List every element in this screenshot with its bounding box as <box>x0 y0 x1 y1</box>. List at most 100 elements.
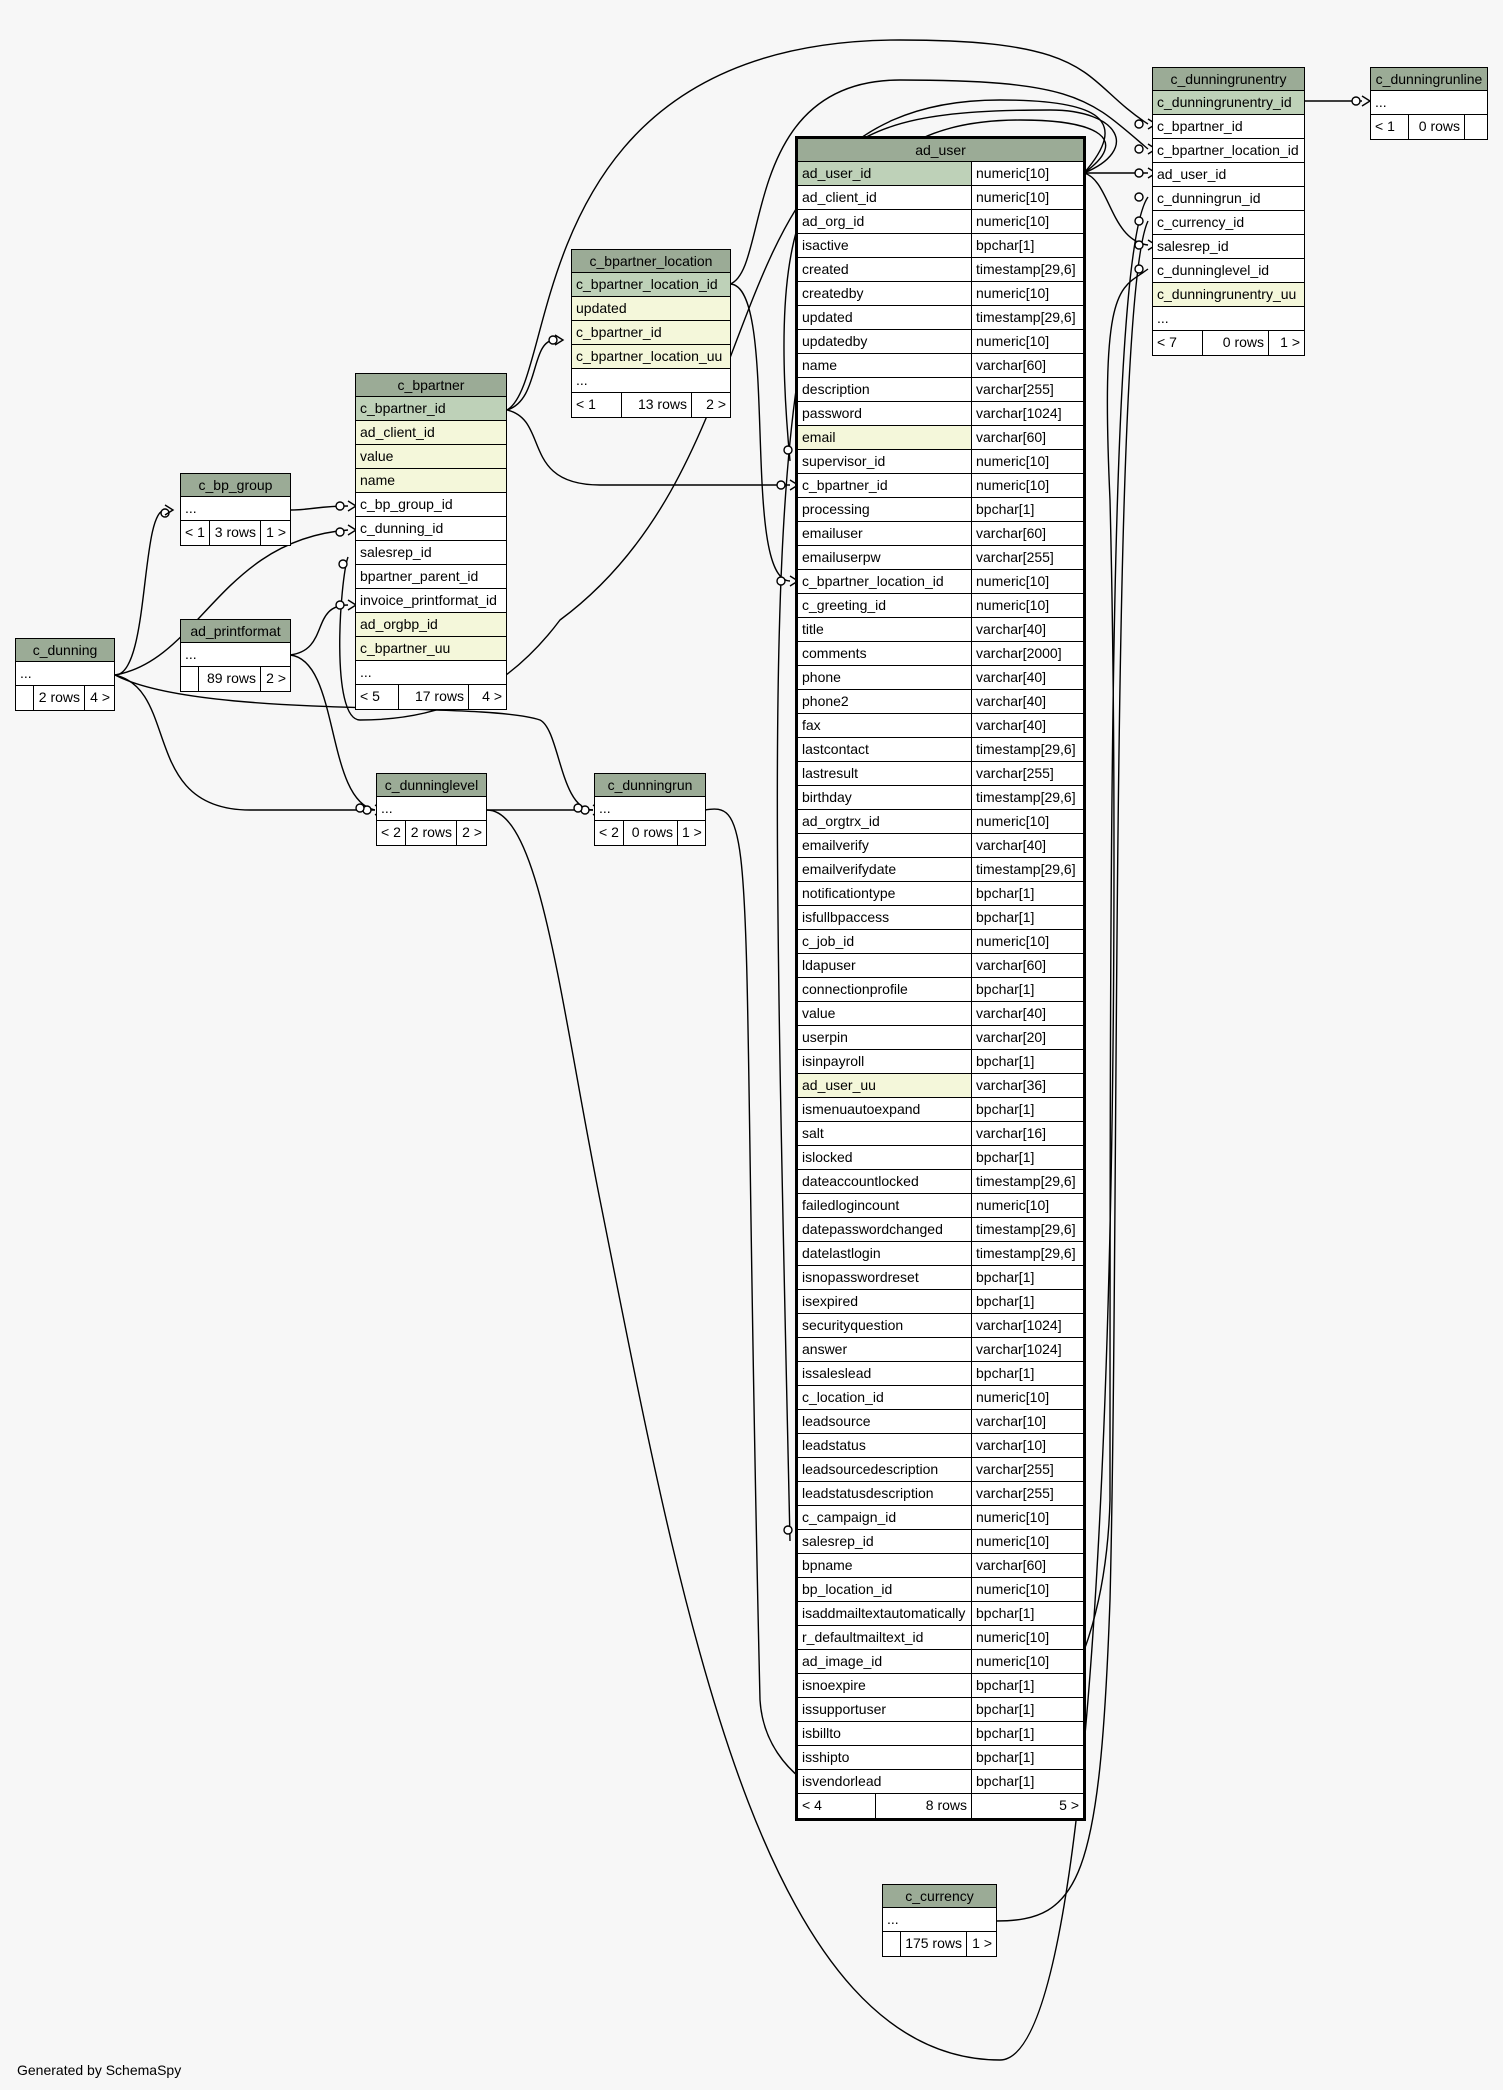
edge-currency-runentry <box>995 220 1149 1922</box>
parents-count[interactable]: < 4 <box>798 1794 876 1818</box>
table-c-dunningrunline[interactable]: c_dunningrunline ... < 1 0 rows <box>1370 67 1488 140</box>
table-c-currency[interactable]: c_currency ... 175 rows 1 > <box>882 1884 997 1957</box>
table-c-dunningrun[interactable]: c_dunningrun ... < 2 0 rows 1 > <box>594 773 706 846</box>
column-name: createdby <box>798 282 972 305</box>
column-row: name <box>356 469 506 493</box>
edge-end-circle <box>1134 168 1144 178</box>
column-name: r_defaultmailtext_id <box>798 1626 972 1649</box>
column-type: numeric[10] <box>976 213 1050 229</box>
table-c-bpartner-location[interactable]: c_bpartner_location c_bpartner_location_… <box>571 249 731 418</box>
table-footer: < 1 3 rows 1 > <box>181 521 290 545</box>
table-ad-printformat[interactable]: ad_printformat ... 89 rows 2 > <box>180 619 291 692</box>
table-c-bpartner[interactable]: c_bpartner c_bpartner_id ad_client_id va… <box>355 373 507 710</box>
children-count[interactable] <box>1465 115 1487 139</box>
column-row: ... <box>595 797 705 821</box>
edge-end-circle <box>548 335 558 345</box>
table-title: c_bpartner_location <box>572 250 730 273</box>
parents-count[interactable]: < 1 <box>572 393 622 417</box>
column-type: bpchar[1] <box>976 1149 1035 1165</box>
table-c-dunninglevel[interactable]: c_dunninglevel ... < 2 2 rows 2 > <box>376 773 487 846</box>
edge-aduser-supervisor <box>783 109 1117 462</box>
column-name: ad_user_uu <box>798 1074 972 1097</box>
column-row: ad_user_id <box>1153 163 1304 187</box>
column-type: varchar[36] <box>972 1074 1083 1097</box>
column-type: numeric[10] <box>976 477 1050 493</box>
column-name: isexpired <box>798 1290 972 1313</box>
edge-bpartner-runentry <box>506 39 1149 411</box>
table-c-dunning[interactable]: c_dunning ... 2 rows 4 > <box>15 638 115 711</box>
column-row: ... <box>377 797 486 821</box>
parents-count[interactable]: < 5 <box>356 685 399 709</box>
children-count[interactable]: 4 > <box>90 689 110 705</box>
parents-count[interactable] <box>16 686 34 710</box>
column-type: varchar[40] <box>976 669 1047 685</box>
table-c-dunningrunentry[interactable]: c_dunningrunentry c_dunningrunentry_id c… <box>1152 67 1305 356</box>
column-row: ... <box>883 1908 996 1932</box>
row-count: 89 rows <box>199 667 261 691</box>
column-row: salesrep_id <box>356 541 506 565</box>
children-count[interactable]: 2 > <box>266 670 286 686</box>
column-name: leadstatusdescription <box>798 1482 972 1505</box>
parents-count[interactable]: < 2 <box>377 821 406 845</box>
table-c-bp-group[interactable]: c_bp_group ... < 1 3 rows 1 > <box>180 473 291 546</box>
column-row: c_bpartner_location_id <box>1153 139 1304 163</box>
column-name: leadsourcedescription <box>798 1458 972 1481</box>
column-name: bp_location_id <box>798 1578 972 1601</box>
parents-count[interactable]: < 1 <box>181 521 210 545</box>
parents-count[interactable] <box>883 1932 901 1956</box>
table-title: c_dunninglevel <box>377 774 486 797</box>
children-count[interactable]: 5 > <box>1059 1797 1079 1813</box>
column-type: bpchar[1] <box>976 1605 1035 1621</box>
children-count[interactable]: 2 > <box>462 824 482 840</box>
column-name: password <box>798 402 972 425</box>
column-name: salesrep_id <box>798 1530 972 1553</box>
crowfoot <box>554 334 565 346</box>
column-type: varchar[60] <box>976 1557 1047 1573</box>
column-row: c_bpartner_id <box>572 321 730 345</box>
column-type: numeric[10] <box>976 333 1050 349</box>
children-count[interactable]: 1 > <box>972 1935 992 1951</box>
edge-dunning-bpartner <box>114 529 349 676</box>
column-name: ad_orgtrx_id <box>798 810 972 833</box>
column-type: timestamp[29,6] <box>976 1221 1076 1237</box>
parents-count[interactable]: < 7 <box>1153 331 1203 355</box>
parents-count[interactable]: < 2 <box>595 821 624 845</box>
children-count[interactable]: 2 > <box>706 396 726 412</box>
column-type: numeric[10] <box>976 933 1050 949</box>
parents-count[interactable] <box>181 667 199 691</box>
column-type: timestamp[29,6] <box>976 789 1076 805</box>
parents-count[interactable]: < 1 <box>1371 115 1409 139</box>
edge-end-circle <box>1134 192 1144 202</box>
children-count[interactable]: 1 > <box>682 824 702 840</box>
column-row: ... <box>572 369 730 393</box>
column-name: isfullbpaccess <box>798 906 972 929</box>
children-count[interactable]: 1 > <box>1280 334 1300 350</box>
children-count[interactable]: 1 > <box>266 524 286 540</box>
row-count: 0 rows <box>624 821 678 845</box>
column-name: updatedby <box>798 330 972 353</box>
children-count[interactable]: 4 > <box>482 688 502 704</box>
edge-dunning-dunninglevel <box>114 674 375 811</box>
edge-bpartner-aduser <box>506 409 790 486</box>
column-name: isinpayroll <box>798 1050 972 1073</box>
column-name: salt <box>798 1122 972 1145</box>
edge-dunninglevel-runentry <box>486 268 1149 2061</box>
